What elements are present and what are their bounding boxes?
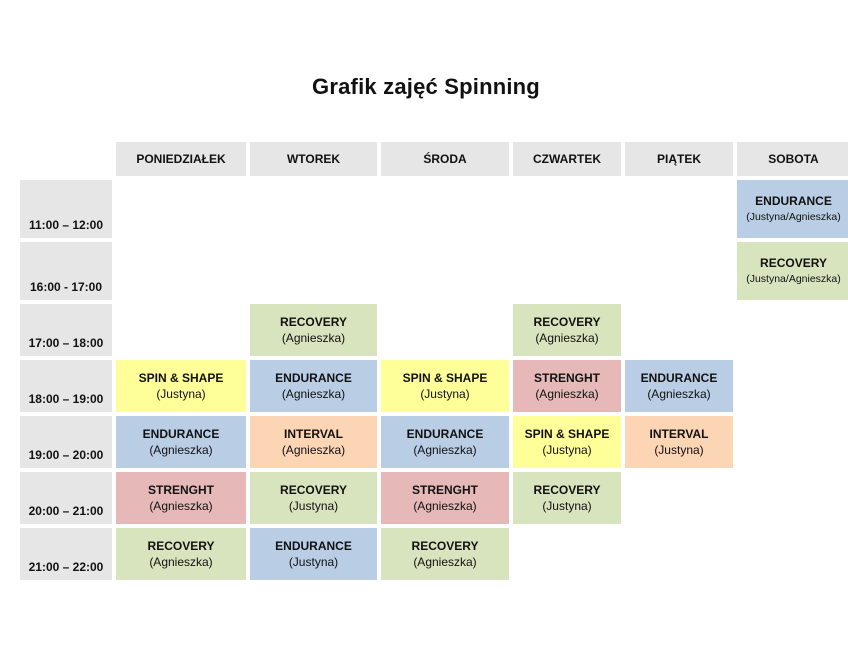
class-instructor: (Justyna/Agnieszka) — [746, 273, 841, 285]
class-instructor: (Agnieszka) — [281, 443, 346, 457]
class-name: RECOVERY — [760, 256, 827, 270]
class-block: ENDURANCE (Justyna/Agnieszka) — [737, 180, 848, 238]
corner-empty — [20, 142, 112, 176]
page-title: Grafik zajęć Spinning — [312, 74, 540, 99]
class-instructor: (Agnieszka) — [149, 443, 213, 457]
class-name: INTERVAL — [649, 427, 709, 441]
class-name: RECOVERY — [411, 539, 479, 553]
class-block: ENDURANCE (Agnieszka) — [625, 360, 733, 412]
class-name: RECOVERY — [147, 539, 215, 553]
class-block: RECOVERY (Agnieszka) — [250, 304, 377, 356]
class-instructor: (Agnieszka) — [413, 555, 477, 569]
class-name: RECOVERY — [280, 483, 347, 497]
class-block: STRENGHT (Agnieszka) — [513, 360, 621, 412]
day-header-monday: PONIEDZIAŁEK — [116, 142, 246, 176]
schedule-grid: PONIEDZIAŁEK WTOREK ŚRODA CZWARTEK PIĄTE… — [20, 142, 848, 580]
class-block: STRENGHT (Agnieszka) — [381, 472, 509, 524]
time-slot: 19:00 – 20:00 — [20, 416, 112, 468]
class-instructor: (Agnieszka) — [647, 387, 711, 401]
time-slot: 20:00 – 21:00 — [20, 472, 112, 524]
day-header-friday: PIĄTEK — [625, 142, 733, 176]
class-name: SPIN & SHAPE — [524, 427, 610, 441]
class-instructor: (Justyna/Agnieszka) — [746, 211, 841, 223]
class-instructor: (Agnieszka) — [149, 499, 213, 513]
class-instructor: (Agnieszka) — [535, 331, 599, 345]
class-instructor: (Justyna) — [420, 387, 470, 401]
class-instructor: (Justyna) — [542, 499, 592, 513]
class-block: RECOVERY (Justyna) — [513, 472, 621, 524]
class-block: ENDURANCE (Agnieszka) — [381, 416, 509, 468]
class-block: SPIN & SHAPE (Justyna) — [381, 360, 509, 412]
class-name: SPIN & SHAPE — [402, 371, 488, 385]
class-name: SPIN & SHAPE — [138, 371, 224, 385]
class-name: ENDURANCE — [755, 194, 832, 208]
class-instructor: (Justyna) — [654, 443, 704, 457]
class-instructor: (Justyna) — [288, 499, 339, 513]
class-instructor: (Agnieszka) — [535, 387, 599, 401]
class-name: STRENGHT — [412, 483, 478, 497]
class-instructor: (Agnieszka) — [413, 443, 477, 457]
class-name: ENDURANCE — [406, 427, 484, 441]
day-header-thursday: CZWARTEK — [513, 142, 621, 176]
class-name: STRENGHT — [148, 483, 214, 497]
class-block: ENDURANCE (Agnieszka) — [250, 360, 377, 412]
class-instructor: (Justyna) — [288, 555, 339, 569]
class-instructor: (Justyna) — [156, 387, 206, 401]
class-block: RECOVERY (Justyna/Agnieszka) — [737, 242, 848, 300]
day-header-wednesday: ŚRODA — [381, 142, 509, 176]
class-block: SPIN & SHAPE (Justyna) — [116, 360, 246, 412]
class-name: INTERVAL — [284, 427, 343, 441]
class-instructor: (Justyna) — [542, 443, 592, 457]
class-block: RECOVERY (Justyna) — [250, 472, 377, 524]
class-name: RECOVERY — [533, 315, 601, 329]
class-block: INTERVAL (Justyna) — [625, 416, 733, 468]
day-header-tuesday: WTOREK — [250, 142, 377, 176]
class-name: RECOVERY — [280, 315, 347, 329]
class-block: INTERVAL (Agnieszka) — [250, 416, 377, 468]
class-name: RECOVERY — [533, 483, 601, 497]
time-slot: 17:00 – 18:00 — [20, 304, 112, 356]
class-name: ENDURANCE — [640, 371, 718, 385]
class-instructor: (Agnieszka) — [413, 499, 477, 513]
class-block: ENDURANCE (Justyna) — [250, 528, 377, 580]
class-block: ENDURANCE (Agnieszka) — [116, 416, 246, 468]
time-slot: 11:00 – 12:00 — [20, 180, 112, 238]
class-name: ENDURANCE — [275, 371, 352, 385]
class-name: ENDURANCE — [275, 539, 352, 553]
class-name: ENDURANCE — [142, 427, 220, 441]
class-block: SPIN & SHAPE (Justyna) — [513, 416, 621, 468]
class-block: RECOVERY (Agnieszka) — [116, 528, 246, 580]
class-instructor: (Agnieszka) — [281, 387, 346, 401]
class-instructor: (Agnieszka) — [281, 331, 346, 345]
class-block: STRENGHT (Agnieszka) — [116, 472, 246, 524]
time-slot: 16:00 - 17:00 — [20, 242, 112, 300]
day-header-saturday: SOBOTA — [737, 142, 848, 176]
time-slot: 18:00 – 19:00 — [20, 360, 112, 412]
class-name: STRENGHT — [534, 371, 600, 385]
class-instructor: (Agnieszka) — [149, 555, 213, 569]
class-block: RECOVERY (Agnieszka) — [381, 528, 509, 580]
class-block: RECOVERY (Agnieszka) — [513, 304, 621, 356]
time-slot: 21:00 – 22:00 — [20, 528, 112, 580]
